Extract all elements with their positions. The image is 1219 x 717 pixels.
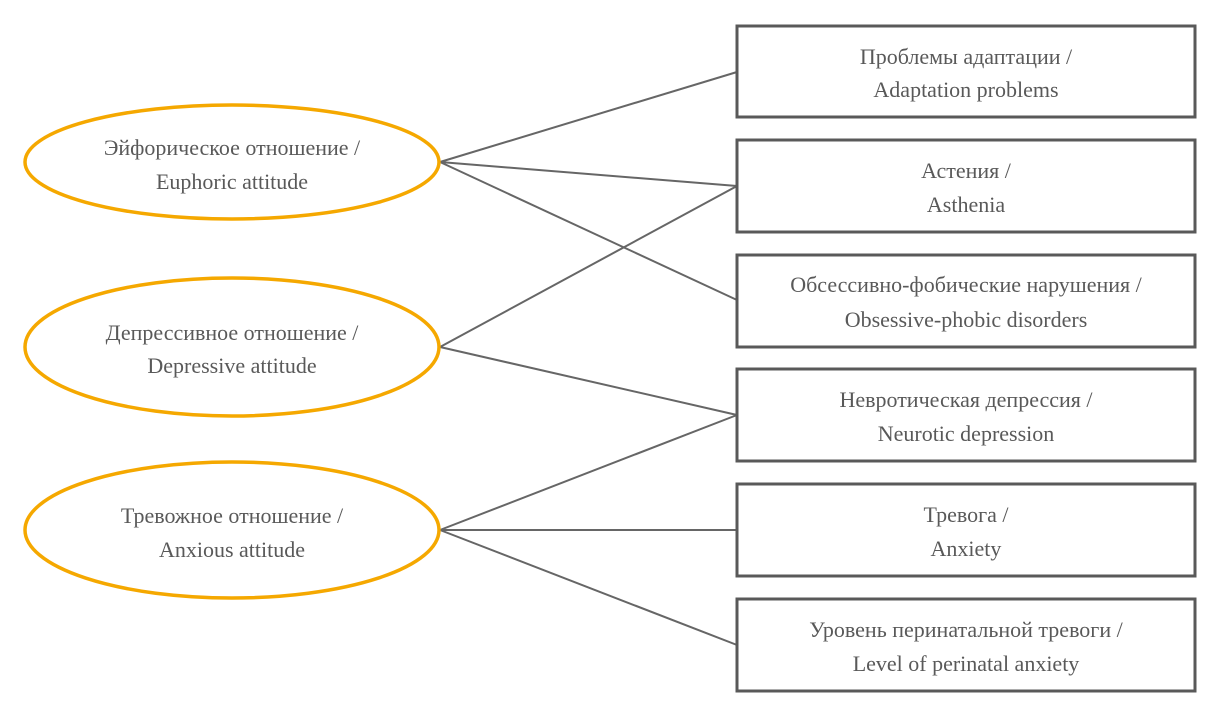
box-shape [735, 138, 1197, 234]
connector-euphoric-to-asthenia [439, 161, 738, 187]
outcome-label-en: Adaptation problems [873, 77, 1058, 102]
outcome-label-en: Anxiety [931, 536, 1002, 561]
connector-depressive-to-neurotic [439, 346, 738, 416]
outcome-box-perinatal: Уровень перинатальной тревоги / Level of… [735, 597, 1197, 693]
outcome-label-en: Level of perinatal anxiety [853, 651, 1080, 676]
connector-anxious-to-neurotic [439, 414, 738, 531]
attitude-label-en: Depressive attitude [147, 353, 316, 378]
outcome-label-ru: Тревога / [923, 502, 1009, 527]
outcome-box-neurotic: Невротическая депрессия / Neurotic depre… [735, 367, 1197, 463]
attitude-label-ru: Депрессивное отношение / [106, 320, 360, 345]
box-shape [735, 24, 1197, 119]
outcome-label-ru: Астения / [921, 158, 1012, 183]
ellipse-shape [23, 460, 441, 600]
attitude-node-anxious: Тревожное отношение / Anxious attitude [23, 460, 441, 600]
connector-depressive-to-asthenia [439, 185, 738, 348]
outcome-label-ru: Уровень перинатальной тревоги / [809, 617, 1123, 642]
attitude-node-euphoric: Эйфорическое отношение / Euphoric attitu… [23, 103, 441, 221]
attitude-node-depressive: Депрессивное отношение / Depressive atti… [23, 276, 441, 418]
attitude-label-en: Euphoric attitude [156, 169, 308, 194]
connector-euphoric-to-obsessive [439, 161, 738, 301]
outcome-label-ru: Проблемы адаптации / [860, 44, 1073, 69]
outcome-label-en: Neurotic depression [878, 421, 1055, 446]
ellipse-shape [23, 276, 441, 418]
ellipse-shape [23, 103, 441, 221]
attitude-label-en: Anxious attitude [159, 537, 305, 562]
outcome-label-en: Asthenia [927, 192, 1005, 217]
outcome-box-obsessive: Обсессивно-фобические нарушения / Obsess… [735, 253, 1197, 349]
attitude-label-ru: Тревожное отношение / [121, 503, 344, 528]
connector-euphoric-to-adaptation [439, 71, 738, 163]
outcome-box-anxiety: Тревога / Anxiety [735, 482, 1197, 578]
outcome-label-en: Obsessive-phobic disorders [845, 307, 1088, 332]
outcome-box-adaptation: Проблемы адаптации / Adaptation problems [735, 24, 1197, 119]
attitude-label-ru: Эйфорическое отношение / [104, 135, 361, 160]
connector-lines [439, 71, 738, 646]
outcome-box-asthenia: Астения / Asthenia [735, 138, 1197, 234]
outcome-label-ru: Обсессивно-фобические нарушения / [790, 272, 1142, 297]
box-shape [735, 482, 1197, 578]
outcome-label-ru: Невротическая депрессия / [839, 387, 1093, 412]
connector-anxious-to-perinatal [439, 529, 738, 646]
box-shape [735, 367, 1197, 463]
box-shape [735, 597, 1197, 693]
box-shape [735, 253, 1197, 349]
